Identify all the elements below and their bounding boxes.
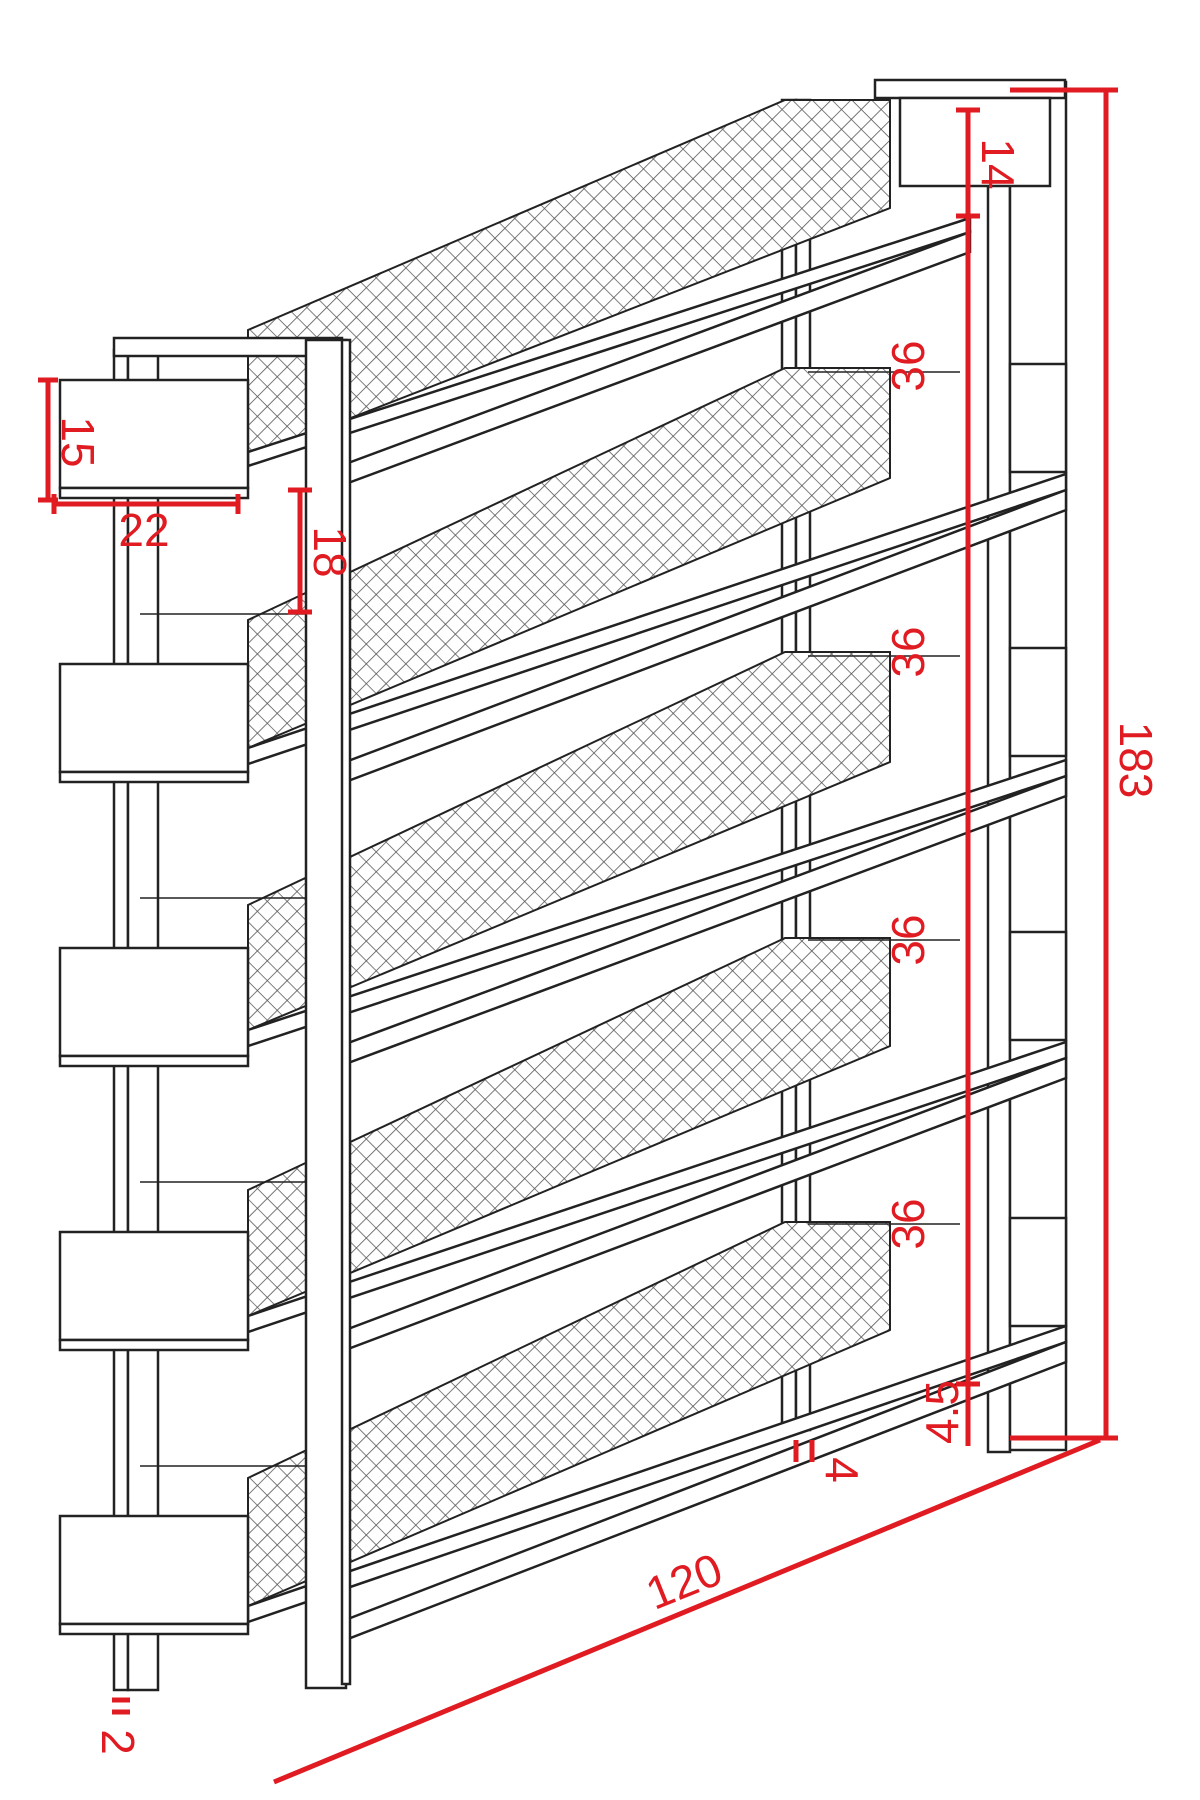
dimension-side-offset: 18: [288, 487, 356, 615]
total-width-label: 120: [639, 1543, 730, 1620]
box-depth-label: 22: [118, 504, 169, 556]
leg-height-label: 2: [92, 1729, 144, 1755]
shelf-spacing-3-label: 36: [882, 914, 934, 965]
dimension-box-height: 15: [38, 377, 104, 503]
total-height-label: 183: [1110, 722, 1162, 799]
dimension-leg-height: 2: [92, 1697, 144, 1755]
top-gap-label: 14: [972, 138, 1024, 189]
bottom-gap-label: 4.5: [916, 1380, 968, 1444]
foot-offset-label: 4: [816, 1457, 868, 1483]
shelf-spacing-2-label: 36: [882, 626, 934, 677]
dimension-box-depth: 22: [51, 494, 241, 556]
left-boxes: [58, 378, 250, 1636]
box-height-label: 15: [52, 416, 104, 467]
dimension-foot-offset: 4: [793, 1440, 868, 1483]
shelves: [140, 99, 1068, 1644]
shelf-spacing-1-label: 36: [882, 340, 934, 391]
side-offset-label: 18: [304, 526, 356, 577]
shelf-spacing-4-label: 36: [882, 1198, 934, 1249]
dimension-right-chain: 14 36 36 36 36 4.5: [882, 107, 1024, 1446]
front-upright: [112, 336, 352, 1690]
dimension-total-height: 183: [1010, 87, 1162, 1441]
